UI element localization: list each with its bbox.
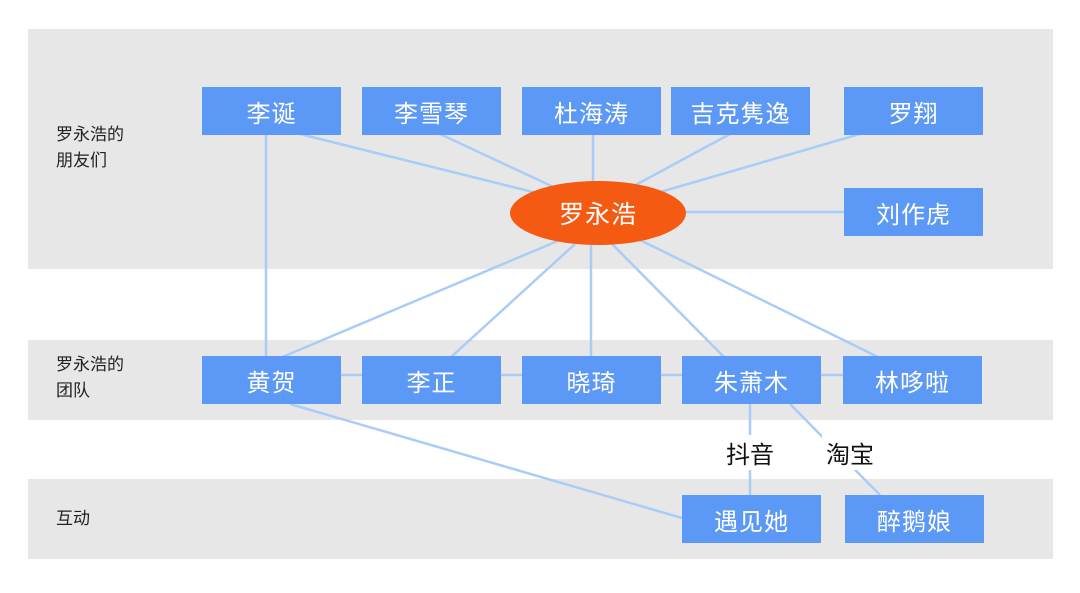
team-band-label: 罗永浩的 团队: [56, 355, 124, 401]
edge-center-jikejunyi: [629, 132, 731, 190]
edge-center-luoxiang: [649, 132, 861, 197]
edge-huanghe-yujianta: [289, 402, 683, 520]
team-node-5: 林哆啦: [843, 356, 982, 404]
edge-center-zhuxiaomu: [611, 243, 726, 359]
friend-node-1: 李诞: [202, 87, 341, 135]
edge-label-taobao: 淘宝: [822, 435, 878, 470]
friend-node-5: 罗翔: [844, 87, 983, 135]
edge-center-linduola: [639, 238, 881, 360]
team-node-2: 李正: [362, 356, 501, 404]
edge-center-lidan: [299, 132, 546, 197]
interact-node-2: 醉鹅娘: [845, 495, 984, 543]
friends-band-label: 罗永浩的 朋友们: [56, 125, 124, 171]
friend-node-2: 李雪琴: [362, 87, 501, 135]
team-node-1: 黄贺: [202, 356, 341, 404]
interact-node-1: 遇见她: [682, 495, 821, 543]
team-node-3: 晓琦: [522, 356, 661, 404]
team-node-4: 朱萧木: [682, 356, 821, 404]
edge-center-lixueqin: [439, 132, 561, 192]
friend-node-6: 刘作虎: [844, 188, 983, 236]
center-node: 罗永浩: [510, 181, 686, 245]
friend-node-3: 杜海涛: [522, 87, 661, 135]
interaction-band-label: 互动: [56, 509, 90, 529]
edge-label-douyin: 抖音: [722, 435, 778, 470]
edge-center-lizheng: [449, 243, 576, 359]
edge-center-huanghe: [279, 238, 561, 360]
friend-node-4: 吉克隽逸: [671, 87, 810, 135]
